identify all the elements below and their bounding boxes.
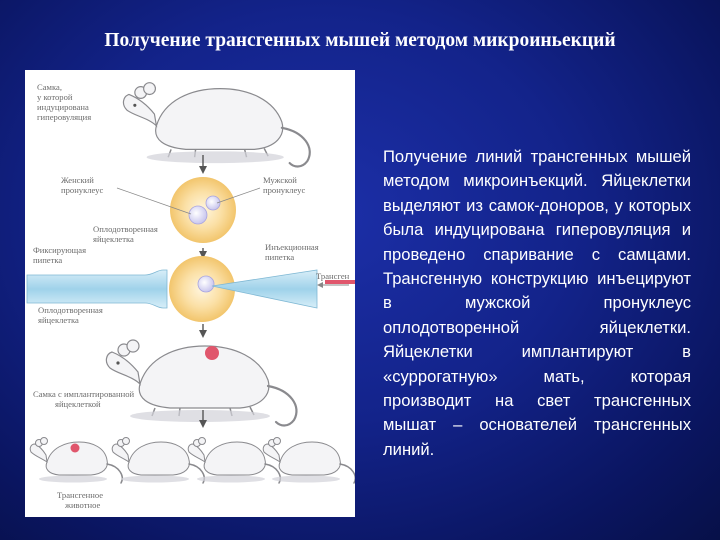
label-injection-pipette-2: пипетка xyxy=(265,252,294,262)
fertilized-egg-1 xyxy=(170,177,236,243)
transgene-arrow-icon xyxy=(317,280,355,288)
label-male-pronucleus-2: пронуклеус xyxy=(263,185,305,195)
slide-title: Получение трансгенных мышей методом микр… xyxy=(104,30,616,51)
label-fertilized-egg-2a: Оплодотворенная xyxy=(38,305,103,315)
label-female-pronucleus-1: Женский xyxy=(61,175,94,185)
label-holding-pipette-1: Фиксирующая xyxy=(33,245,86,255)
holding-pipette xyxy=(26,269,168,309)
label-implanted-female-2: яйцеклеткой xyxy=(55,399,101,409)
label-female-3: индуцирована xyxy=(37,102,89,112)
implanted-egg-marker xyxy=(205,346,219,360)
label-fertilized-egg-1a: Оплодотворенная xyxy=(93,224,158,234)
description-text: Получение линий трансгенных мышей методо… xyxy=(383,147,691,459)
label-female-1: Самка, xyxy=(37,82,62,92)
label-female-4: гиперовуляция xyxy=(37,112,91,122)
label-transgene: Трансген xyxy=(316,271,350,281)
arrow-down-1 xyxy=(199,155,207,174)
surrogate-female-mouse xyxy=(105,338,298,427)
arrow-down-3 xyxy=(199,324,207,338)
label-fertilized-egg-1b: яйцеклетка xyxy=(93,234,134,244)
label-injection-pipette-1: Инъекционная xyxy=(265,242,319,252)
label-transgenic-animal-1: Трансгенное xyxy=(57,490,103,500)
label-female-pronucleus-2: пронуклеус xyxy=(61,185,103,195)
offspring-mouse-1 xyxy=(29,436,123,484)
label-holding-pipette-2: пипетка xyxy=(33,255,62,265)
arrow-down-2 xyxy=(199,248,207,259)
label-transgenic-animal-2: животное xyxy=(64,500,100,510)
label-male-pronucleus-1: Мужской xyxy=(263,175,297,185)
label-implanted-female-1: Самка с имплантированной xyxy=(33,389,134,399)
arrow-down-4 xyxy=(199,410,207,428)
label-female-2: у которой xyxy=(37,92,73,102)
offspring-mouse-4 xyxy=(262,436,356,484)
fertilized-egg-2 xyxy=(169,256,235,322)
label-fertilized-egg-2b: яйцеклетка xyxy=(38,315,79,325)
injection-pipette xyxy=(211,269,318,309)
transgenic-mice-diagram: Самка, у которой индуцирована гиперовуля… xyxy=(25,70,356,517)
donor-female-mouse xyxy=(122,81,311,168)
